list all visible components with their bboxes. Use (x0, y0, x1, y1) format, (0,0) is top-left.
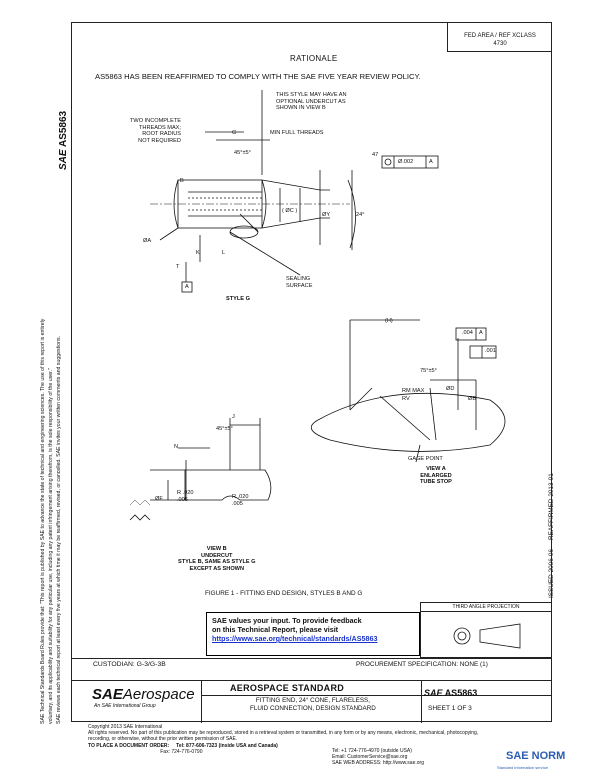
fed-area-text: FED AREA / REF XCLASS 4730 (464, 33, 536, 47)
label-style-g: STYLE G (226, 296, 250, 302)
custodian: CUSTODIAN: G-3/G-3B (93, 661, 166, 668)
footer-line-3: recording, or otherwise, without the pri… (88, 736, 238, 743)
custodian-row (71, 658, 552, 678)
label-sealing-surface: SEALING SURFACE (286, 276, 313, 289)
label-r1: R .020 .005 (177, 490, 194, 503)
footer-right: Tel: +1 724-776-4970 (outside USA) Email… (332, 748, 424, 767)
label-tol-004-ref: A (479, 330, 483, 336)
label-l: L (222, 250, 226, 256)
label-n: N (174, 444, 179, 450)
view-a-outline (310, 392, 506, 452)
label-angle-75: 75°±5° (420, 368, 437, 374)
feedback-line-1: SAE values your input. To provide feedba… (212, 616, 362, 625)
label-view-b-angle: 45°±5° (216, 426, 233, 432)
label-tol-47: 47 (372, 152, 379, 158)
label-y: ØY (322, 212, 331, 218)
drawing-frame (71, 22, 552, 722)
sheet-number: SHEET 1 OF 3 (428, 705, 472, 712)
label-c: ( ØC ) (282, 208, 298, 214)
footer-line-4: TO PLACE A DOCUMENT ORDER: Tel: 877-606-… (88, 742, 278, 749)
footer-r3: SAE WEB ADDRESS: http://www.sae.org (332, 760, 424, 767)
label-min-full-threads: MIN FULL THREADS (270, 130, 324, 136)
label-b: B (180, 178, 184, 184)
label-g: G (232, 130, 237, 136)
sae-aerospace-logo: SAEAerospace An SAE International Group (92, 686, 195, 709)
label-t: T (176, 264, 180, 270)
watermark: SAE NORM (506, 750, 566, 762)
label-tol-002: Ø.002 (398, 159, 414, 165)
standard-number: SAE AS5863 (424, 688, 477, 698)
label-d: ØD (446, 386, 455, 392)
std-number-text: AS5863 (444, 688, 478, 698)
label-gage-point: GAGE POINT (408, 456, 443, 462)
feedback-box: SAE values your input. To provide feedba… (206, 612, 420, 656)
label-f: ØF (155, 496, 163, 502)
label-24: 24° (356, 212, 365, 218)
title-block (71, 680, 552, 723)
label-tol-004: .004 (462, 330, 473, 336)
label-b-dia: ØB (468, 396, 477, 402)
standard-heading: AEROSPACE STANDARD (230, 683, 345, 693)
label-k: K (196, 250, 200, 256)
label-h: (H) (385, 318, 393, 324)
label-tol-ref-a: A (429, 159, 433, 165)
label-view-b: VIEW B UNDERCUT STYLE B, SAME AS STYLE G… (178, 546, 256, 572)
label-rm-max: RM MAX (402, 388, 425, 394)
procurement-spec: PROCUREMENT SPECIFICATION: NONE (1) (356, 661, 488, 668)
logo-aerospace: Aerospace (122, 686, 195, 703)
standard-description: FITTING END, 24° CONE, FLARELESS, FLUID … (250, 697, 376, 712)
label-this-style: THIS STYLE MAY HAVE AN OPTIONAL UNDERCUT… (276, 92, 347, 112)
third-angle-projection: THIRD ANGLE PROJECTION (420, 602, 552, 658)
label-r2: R .020 .005 (232, 494, 249, 507)
figure-caption: FIGURE 1 - FITTING END DESIGN, STYLES B … (205, 590, 363, 597)
rationale-text: AS5863 HAS BEEN REAFFIRMED TO COMPLY WIT… (95, 72, 421, 81)
view-b-body (184, 469, 272, 501)
footer-r1: Tel: +1 724-776-4970 (outside USA) (332, 748, 412, 754)
label-tol-001: .001 (485, 348, 496, 354)
footer-r2: Email: CustomerService@sae.org (332, 754, 408, 761)
rationale-heading: RATIONALE (290, 54, 338, 63)
std-sae-mark: SAE (424, 688, 443, 698)
logo-sub: An SAE International Group (94, 703, 156, 709)
footer-line-2: All rights reserved. No part of this pub… (88, 730, 479, 737)
feedback-line-2: on this Technical Report, please visit (212, 625, 339, 634)
footer-line-5: Fax: 724-776-0790 (88, 748, 203, 755)
label-a-datum: A (185, 284, 189, 290)
label-angle-45: 45°±5° (234, 150, 251, 156)
footer-line-1: Copyright 2013 SAE International (88, 724, 163, 730)
logo-sae: SAE (92, 686, 123, 703)
watermark-sub: Standard information service (497, 765, 548, 770)
label-j: J (232, 414, 235, 420)
label-rv: RV (402, 396, 410, 402)
footer-copyright: Copyright 2013 SAE International All rig… (88, 724, 478, 755)
fed-area-box: FED AREA / REF XCLASS 4730 (447, 22, 552, 52)
feedback-link[interactable]: https://www.sae.org/technical/standards/… (212, 634, 378, 643)
label-view-a: VIEW A ENLARGED TUBE STOP (420, 466, 452, 486)
label-a-dia: ØA (143, 238, 152, 244)
label-two-incomplete: TWO INCOMPLETE THREADS MAX; ROOT RADIUS … (130, 118, 181, 144)
third-angle-title: THIRD ANGLE PROJECTION (421, 603, 551, 612)
